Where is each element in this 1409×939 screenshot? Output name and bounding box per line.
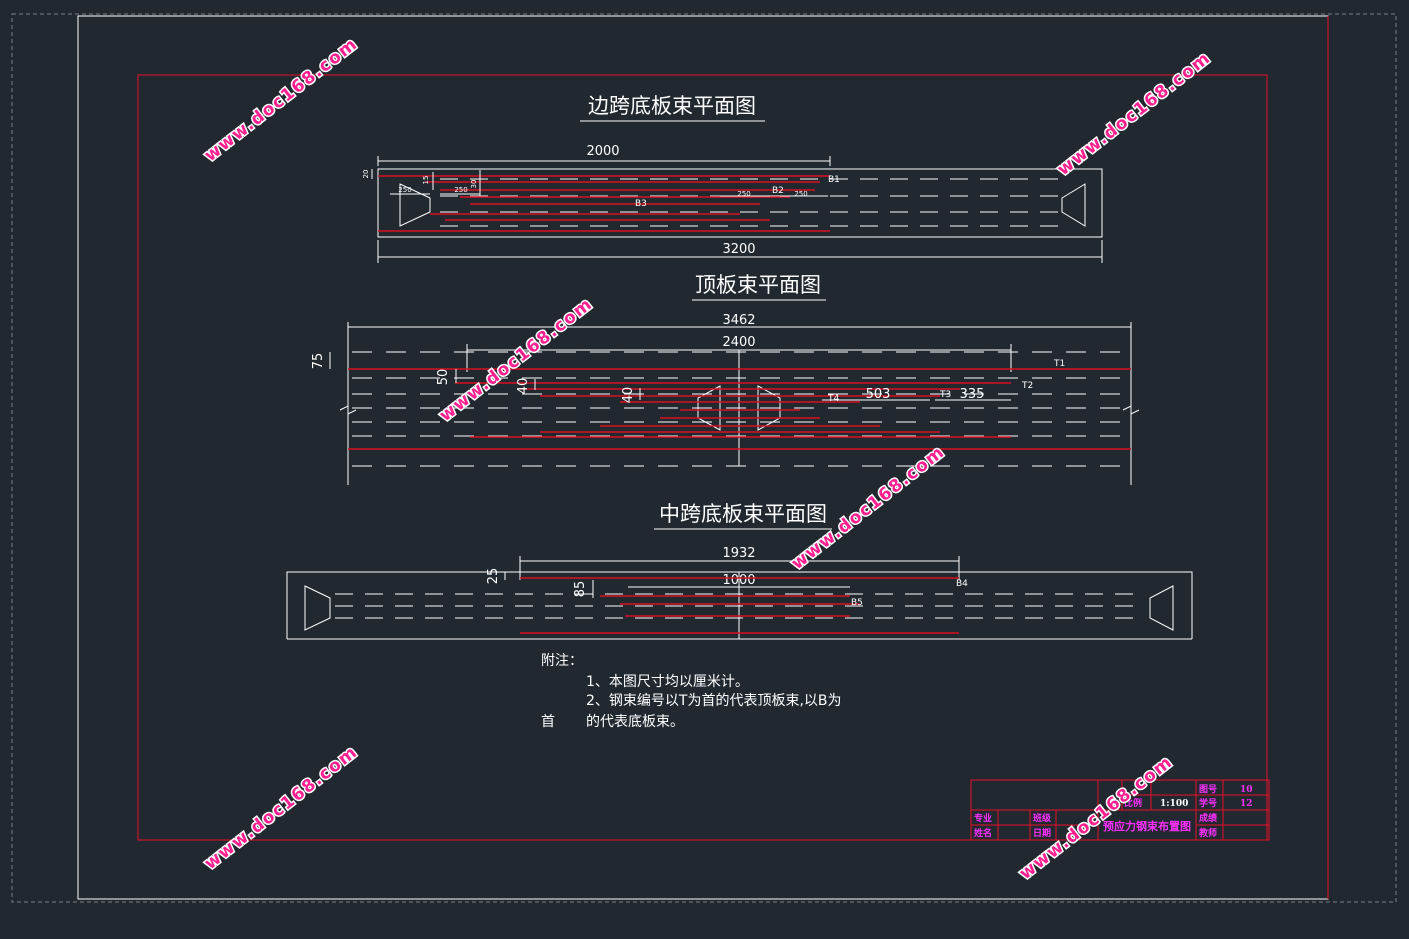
mid-d-85: 85 [573, 581, 588, 598]
label-t1: T1 [1053, 359, 1065, 369]
side-d-250c: 250 [737, 190, 750, 198]
top-tendons [348, 368, 1131, 450]
tb-date-label: 日期 [1033, 827, 1051, 839]
mid-d-25: 25 [486, 568, 501, 585]
mid-span-plan: 中跨底板束平面图 1932 1000 [286, 502, 1193, 640]
watermark: www.doc168.com [201, 742, 362, 874]
notes-line-2: 2、钢束编号以T为首的代表顶板束,以B为 [586, 693, 842, 709]
top-d-40b: 40 [621, 387, 636, 404]
label-b4: B4 [956, 579, 968, 589]
watermark: www.doc168.com [1054, 48, 1215, 180]
mid-anchor-right [1149, 585, 1174, 631]
dim-1932: 1932 [722, 546, 755, 561]
tb-scale-label: 比例 [1124, 797, 1142, 809]
notes-line-3a: 首 [541, 714, 555, 730]
top-d-75: 75 [311, 353, 326, 370]
side-d-250d: 250 [794, 190, 807, 198]
side-span-outline [377, 168, 1103, 238]
inner-frame [137, 74, 1268, 841]
top-slab-title: 顶板束平面图 [695, 273, 821, 297]
watermark: www.doc168.com [201, 34, 362, 166]
label-b5: B5 [851, 598, 863, 608]
dim-2400: 2400 [722, 335, 755, 350]
notes-heading: 附注： [541, 653, 583, 669]
dim-3200: 3200 [722, 242, 755, 257]
side-d-30: 30 [470, 180, 478, 189]
side-d-15: 15 [422, 176, 430, 185]
top-d-50: 50 [436, 369, 451, 386]
side-d-20: 20 [362, 170, 370, 179]
label-b1: B1 [828, 175, 840, 185]
notes: 附注： 1、本图尺寸均以厘米计。 2、钢束编号以T为首的代表顶板束,以B为 首 … [541, 653, 842, 730]
mid-anchor-left [304, 585, 331, 631]
tb-teacher-label: 教师 [1198, 827, 1217, 839]
tb-sheet-value: 10 [1240, 785, 1253, 795]
dim-2000: 2000 [586, 144, 619, 159]
tb-drawing-title: 预应力钢束布置图 [1103, 819, 1191, 833]
side-span-plan: 边跨底板束平面图 2000 [362, 94, 1103, 263]
tb-score-label: 成绩 [1199, 812, 1217, 824]
mid-span-title: 中跨底板束平面图 [659, 502, 827, 526]
dim-3462: 3462 [722, 313, 755, 328]
label-b2: B2 [772, 186, 784, 196]
outer-frame [77, 15, 1329, 900]
tb-major-label: 专业 [974, 812, 992, 824]
tb-scale-value: 1:100 [1160, 799, 1188, 809]
top-d-40a: 40 [516, 378, 531, 395]
side-d-250a: 250 [398, 186, 411, 194]
top-d-503: 503 [866, 387, 891, 402]
tb-class-label: 班级 [1033, 812, 1052, 824]
side-span-title: 边跨底板束平面图 [588, 94, 756, 118]
watermark: www.doc168.com [436, 294, 597, 426]
notes-line-3b: 的代表底板束。 [586, 714, 684, 730]
top-d-335: 335 [960, 387, 985, 402]
side-d-250b: 250 [454, 186, 467, 194]
label-t3: T3 [939, 390, 951, 400]
mid-tendons [520, 577, 959, 634]
tb-sheet-label: 图号 [1199, 784, 1217, 795]
drawing-frames [11, 13, 1397, 903]
label-t2: T2 [1021, 381, 1033, 391]
top-slab-plan: 顶板束平面图 3462 2400 [311, 273, 1140, 485]
side-anchor-right [1061, 183, 1086, 227]
tb-name-label: 姓名 [973, 827, 992, 839]
side-anchor-left [399, 183, 431, 227]
label-t4: T4 [827, 394, 839, 404]
side-tendons [378, 175, 830, 232]
tb-student-label: 学号 [1199, 797, 1217, 809]
viewport-dashed-border [11, 13, 1397, 903]
notes-line-1: 1、本图尺寸均以厘米计。 [586, 674, 749, 690]
tb-student-value: 12 [1240, 799, 1253, 809]
title-block: 比例 1:100 图号 10 学号 12 专业 姓名 班级 日期 成绩 教师 预… [970, 779, 1270, 841]
label-b3: B3 [635, 199, 647, 209]
